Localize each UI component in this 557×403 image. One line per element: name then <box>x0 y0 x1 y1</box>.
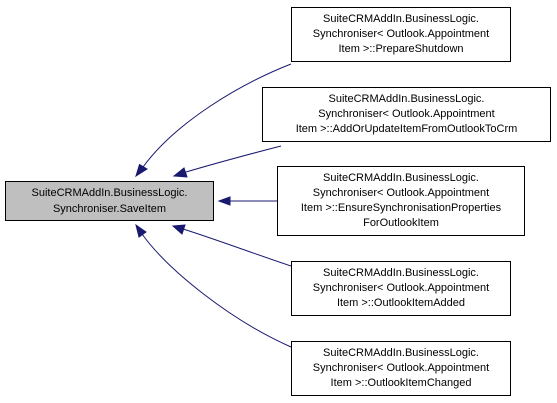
caller-node-line: Synchroniser< Outlook.Appointment <box>313 282 489 294</box>
edges <box>135 63 292 348</box>
edge-prepare-shutdown-arrowhead <box>135 163 148 178</box>
caller-node-line: Item >::OutlookItemAdded <box>337 297 465 309</box>
caller-node-prepare-shutdown[interactable]: SuiteCRMAddIn.BusinessLogic. Synchronise… <box>291 7 511 62</box>
edge-ensure-sync-arrowhead <box>217 196 231 206</box>
caller-node-box[interactable] <box>291 7 511 62</box>
caller-node-line: SuiteCRMAddIn.BusinessLogic. <box>323 13 479 25</box>
caller-node-item-changed[interactable]: SuiteCRMAddIn.BusinessLogic. Synchronise… <box>291 341 511 396</box>
caller-node-line: Synchroniser< Outlook.Appointment <box>313 28 489 40</box>
caller-node-line: SuiteCRMAddIn.BusinessLogic. <box>323 172 479 184</box>
caller-node-line: Item >::EnsureSynchronisationProperties <box>301 202 502 214</box>
caller-node-line: SuiteCRMAddIn.BusinessLogic. <box>323 347 479 359</box>
edge-item-changed <box>141 233 292 348</box>
focus-node-line-2: Synchroniser.SaveItem <box>53 203 166 215</box>
edge-add-or-update-arrowhead <box>172 167 188 178</box>
caller-node-line: Synchroniser< Outlook.Appointment <box>313 362 489 374</box>
caller-node-line: SuiteCRMAddIn.BusinessLogic. <box>329 93 485 105</box>
caller-node-line: SuiteCRMAddIn.BusinessLogic. <box>323 267 479 279</box>
caller-node-line: Item >::PrepareShutdown <box>338 43 463 55</box>
caller-node-line: Synchroniser< Outlook.Appointment <box>318 108 494 120</box>
caller-node-line: Item >::AddOrUpdateItemFromOutlookToCrm <box>296 123 518 135</box>
focus-node-box <box>5 181 214 221</box>
edge-prepare-shutdown <box>142 63 292 168</box>
edge-item-added-arrowhead <box>171 224 186 235</box>
caller-node-box[interactable] <box>291 341 511 396</box>
caller-node-ensure-sync[interactable]: SuiteCRMAddIn.BusinessLogic. Synchronise… <box>277 166 525 236</box>
caller-node-line: Synchroniser< Outlook.Appointment <box>313 187 489 199</box>
caller-node-line: Item >::OutlookItemChanged <box>331 377 472 389</box>
caller-node-line: ForOutlookItem <box>363 217 439 229</box>
focus-node-line-1: SuiteCRMAddIn.BusinessLogic. <box>32 187 188 199</box>
caller-node-add-or-update[interactable]: SuiteCRMAddIn.BusinessLogic. Synchronise… <box>262 87 551 142</box>
caller-node-box[interactable] <box>291 261 511 316</box>
edge-add-or-update <box>185 145 282 173</box>
focus-node-saveitem: SuiteCRMAddIn.BusinessLogic. Synchronise… <box>5 181 214 221</box>
edge-item-changed-arrowhead <box>135 223 147 238</box>
caller-node-box[interactable] <box>262 87 551 142</box>
edge-item-added <box>182 228 292 267</box>
caller-node-box[interactable] <box>277 166 525 236</box>
caller-node-item-added[interactable]: SuiteCRMAddIn.BusinessLogic. Synchronise… <box>291 261 511 316</box>
